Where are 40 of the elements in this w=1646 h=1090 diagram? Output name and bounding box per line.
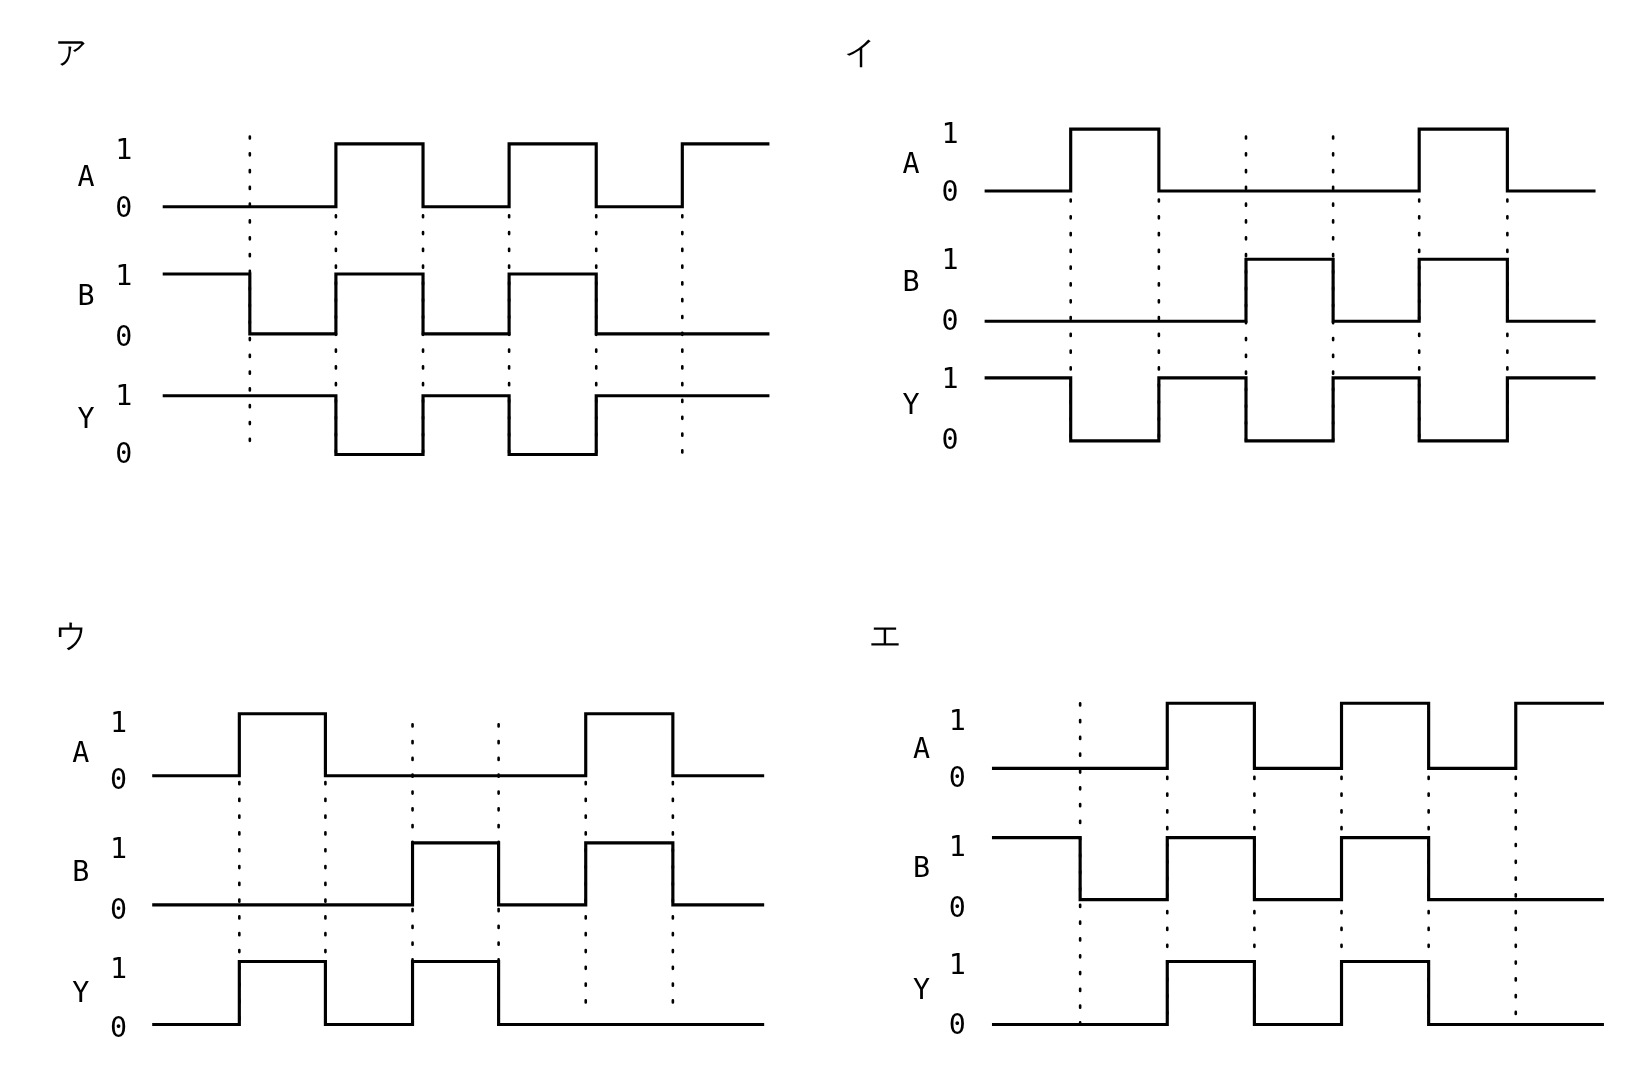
- logic-level-label: 0: [941, 306, 959, 335]
- signal-name: A: [902, 148, 920, 177]
- logic-level-label: 1: [948, 831, 966, 861]
- logic-level-label: 0: [941, 424, 959, 453]
- logic-level-label: 0: [110, 894, 128, 924]
- logic-level-label: 1: [115, 260, 133, 290]
- logic-level-label: 1: [941, 119, 959, 148]
- signal-name: B: [72, 857, 90, 886]
- logic-level-label: 0: [948, 762, 966, 791]
- signal-name: B: [902, 267, 920, 296]
- logic-level-label: 1: [948, 705, 966, 735]
- logic-level-label: 1: [110, 834, 128, 863]
- panel-label: イ: [844, 36, 877, 69]
- logic-level-label: 1: [110, 953, 128, 982]
- logic-level-label: 1: [941, 363, 959, 393]
- logic-level-label: 0: [948, 1010, 966, 1039]
- logic-level-label: 0: [115, 192, 133, 221]
- panel-label: ア: [55, 36, 88, 69]
- logic-level-label: 0: [115, 439, 133, 468]
- signal-name: A: [72, 737, 90, 766]
- logic-level-label: 0: [110, 764, 128, 794]
- logic-level-label: 1: [110, 708, 128, 737]
- signal-name: Y: [72, 977, 90, 1007]
- panel-label: エ: [868, 619, 902, 651]
- signal-name: B: [913, 852, 931, 882]
- signal-name: Y: [77, 403, 95, 432]
- logic-level-label: 0: [948, 892, 966, 922]
- logic-level-label: 0: [115, 321, 133, 351]
- logic-level-label: 1: [115, 380, 133, 409]
- signal-name: Y: [902, 389, 920, 419]
- logic-level-label: 1: [115, 134, 133, 164]
- logic-level-label: 1: [941, 245, 959, 274]
- signal-name: A: [77, 162, 95, 191]
- logic-level-label: 1: [948, 949, 966, 978]
- signal-name: B: [77, 280, 95, 310]
- logic-level-label: 0: [941, 176, 959, 206]
- signal-name: Y: [913, 974, 931, 1003]
- logic-level-label: 0: [110, 1012, 128, 1041]
- panel-label: ウ: [55, 619, 88, 651]
- signal-name: A: [913, 734, 931, 763]
